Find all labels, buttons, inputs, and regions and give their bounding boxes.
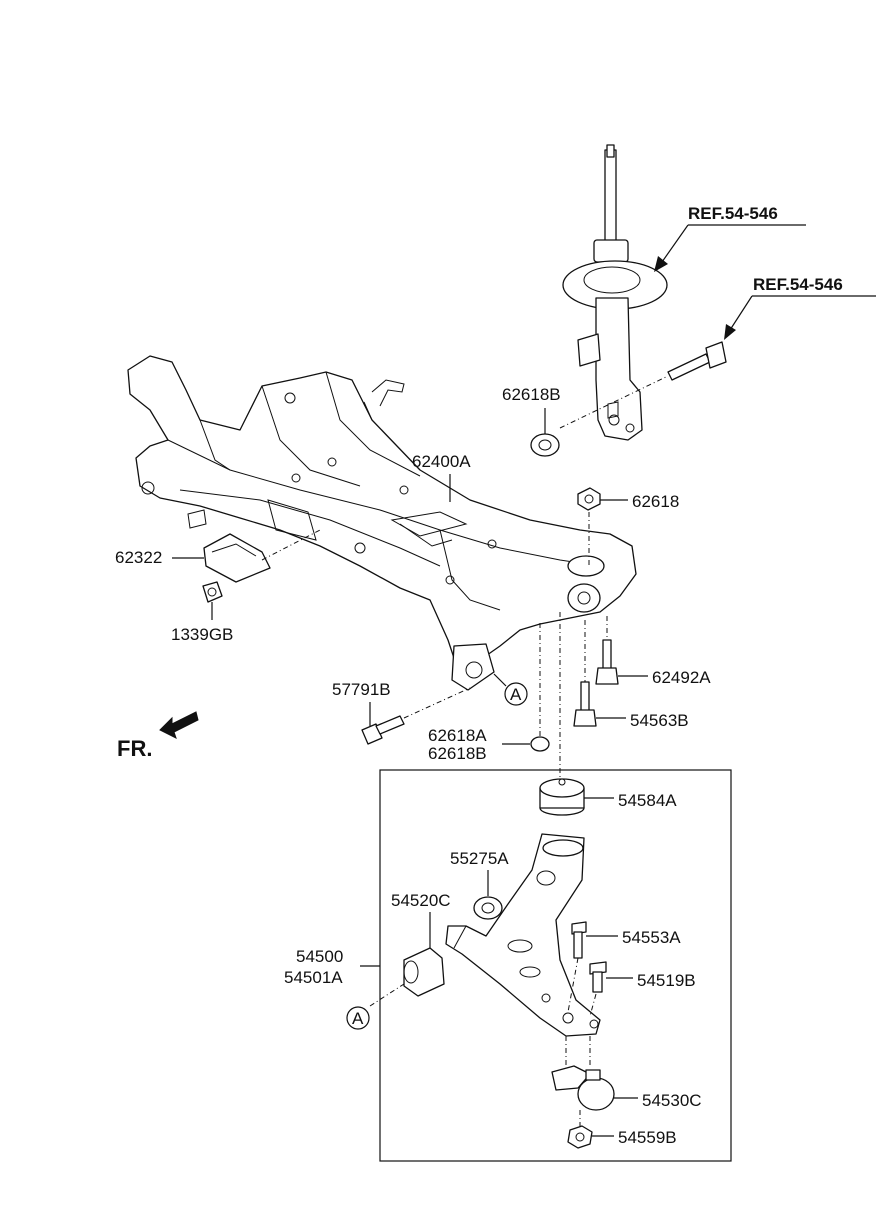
front-direction-indicator: FR. [117, 711, 199, 761]
callout-54501A: 54501A [284, 968, 343, 987]
fasteners [361, 487, 619, 778]
callout-62618B-low: 62618B [428, 744, 487, 763]
strut-assembly [530, 144, 727, 457]
callout-62618A: 62618A [428, 726, 487, 745]
ref-strut-label: REF.54-546 [688, 204, 778, 223]
lower-arm-assembly [369, 778, 615, 1149]
callout-62400A: 62400A [412, 452, 471, 471]
arrow-icon [654, 256, 668, 272]
marker-a-upper: A [493, 673, 528, 706]
callout-54559B: 54559B [618, 1128, 677, 1147]
callout-54584A: 54584A [618, 791, 677, 810]
callouts: 62618B 62400A 62618 62322 1339GB 62492A … [115, 385, 711, 1147]
front-label: FR. [117, 736, 152, 761]
callout-55275A: 55275A [450, 849, 509, 868]
bracket-62322 [202, 529, 321, 603]
marker-a-upper-label: A [510, 685, 522, 704]
ref-bolt-label: REF.54-546 [753, 275, 843, 294]
callout-62618B-top: 62618B [502, 385, 561, 404]
callout-1339GB: 1339GB [171, 625, 233, 644]
callout-54553A: 54553A [622, 928, 681, 947]
front-arrow-icon [159, 711, 199, 739]
callout-62322: 62322 [115, 548, 162, 567]
callout-62492A: 62492A [652, 668, 711, 687]
callout-54563B: 54563B [630, 711, 689, 730]
marker-a-lower: A [346, 1006, 370, 1030]
callout-54519B: 54519B [637, 971, 696, 990]
reference-labels: REF.54-546 REF.54-546 [654, 204, 876, 340]
callout-54500: 54500 [296, 947, 343, 966]
arrow-icon [724, 324, 736, 340]
callout-54520C: 54520C [391, 891, 451, 910]
callout-54530C: 54530C [642, 1091, 702, 1110]
callout-62618: 62618 [632, 492, 679, 511]
callout-57791B: 57791B [332, 680, 391, 699]
marker-a-lower-label: A [352, 1009, 364, 1028]
subframe-crossmember [127, 355, 637, 691]
